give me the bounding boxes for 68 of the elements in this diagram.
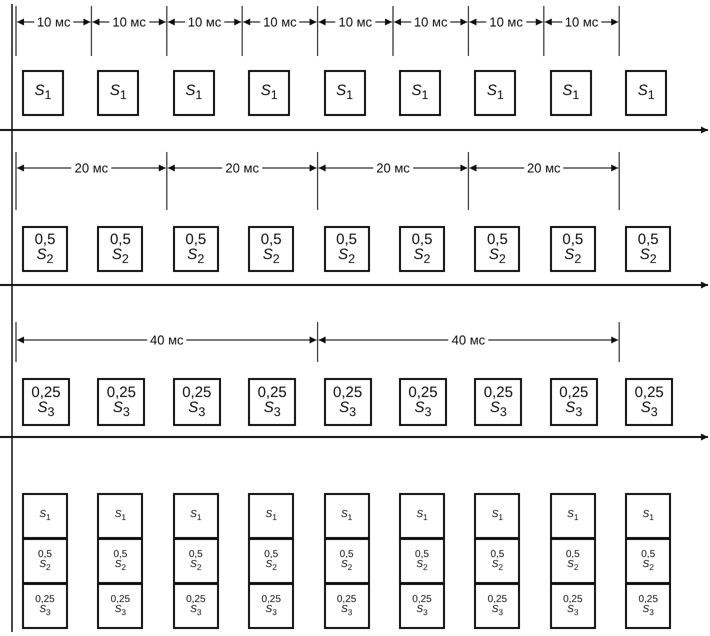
duration-label: 10 мс bbox=[34, 14, 74, 30]
signal-box: 0,25 S$_{3}$ bbox=[324, 583, 370, 629]
duration-label: 10 мс bbox=[486, 14, 526, 30]
signal-box: 0,25 S$_{3}$ bbox=[550, 583, 596, 629]
signal-box: 0,5 S$_{2}$ bbox=[625, 226, 672, 272]
signal-box: 0,5 S$_{2}$ bbox=[474, 538, 520, 584]
duration-label: 20 мс bbox=[222, 160, 262, 176]
signal-box: 0,25 S$_{3}$ bbox=[399, 378, 447, 426]
duration-label: 40 мс bbox=[448, 332, 488, 348]
signal-box: 0,25 S$_{3}$ bbox=[324, 378, 372, 426]
signal-box: S$_{1}$ bbox=[22, 70, 64, 116]
signal-box: S$_{1}$ bbox=[399, 493, 445, 539]
signal-box: 0,25 S$_{3}$ bbox=[474, 378, 522, 426]
signal-box: S$_{1}$ bbox=[324, 493, 370, 539]
signal-box: 0,25 S$_{3}$ bbox=[248, 378, 296, 426]
signal-box: 0,25 S$_{3}$ bbox=[172, 378, 221, 426]
signal-box: S$_{1}$ bbox=[248, 493, 294, 539]
signal-box: S$_{1}$ bbox=[474, 493, 520, 539]
signal-box: 0,25 S$_{3}$ bbox=[625, 583, 672, 629]
signal-box: 0,5 S$_{2}$ bbox=[172, 226, 219, 272]
signal-box: S$_{1}$ bbox=[97, 70, 140, 116]
signal-box: 0,5 S$_{2}$ bbox=[550, 226, 596, 272]
duration-label: 10 мс bbox=[410, 14, 450, 30]
duration-label: 10 мс bbox=[260, 14, 300, 30]
signal-box: 0,25 S$_{3}$ bbox=[22, 378, 70, 426]
signal-box: 0,5 S$_{2}$ bbox=[97, 538, 144, 584]
signal-box: 0,5 S$_{2}$ bbox=[550, 538, 596, 584]
signal-box: 0,25 S$_{3}$ bbox=[97, 378, 146, 426]
signal-box: S$_{1}$ bbox=[248, 70, 290, 116]
signal-box: 0,5 S$_{2}$ bbox=[248, 226, 294, 272]
signal-box: 0,25 S$_{3}$ bbox=[474, 583, 520, 629]
duration-label: 10 мс bbox=[184, 14, 224, 30]
signal-box: 0,5 S$_{2}$ bbox=[97, 226, 144, 272]
signal-box: S$_{1}$ bbox=[550, 70, 592, 116]
signal-box: S$_{1}$ bbox=[97, 493, 144, 539]
duration-label: 20 мс bbox=[72, 160, 112, 176]
signal-box: 0,25 S$_{3}$ bbox=[248, 583, 294, 629]
signal-box: S$_{1}$ bbox=[172, 493, 219, 539]
signal-box: S$_{1}$ bbox=[625, 493, 672, 539]
signal-box: 0,5 S$_{2}$ bbox=[324, 538, 370, 584]
signal-box: 0,5 S$_{2}$ bbox=[399, 226, 445, 272]
signal-box: 0,5 S$_{2}$ bbox=[172, 538, 219, 584]
signal-box: 0,5 S$_{2}$ bbox=[22, 226, 68, 272]
signal-box: 0,25 S$_{3}$ bbox=[399, 583, 445, 629]
signal-box: S$_{1}$ bbox=[22, 493, 68, 539]
signal-box: S$_{1}$ bbox=[625, 70, 668, 116]
signal-box: S$_{1}$ bbox=[550, 493, 596, 539]
duration-label: 10 мс bbox=[336, 14, 376, 30]
signal-box: 0,5 S$_{2}$ bbox=[625, 538, 672, 584]
duration-label: 10 мс bbox=[562, 14, 602, 30]
signal-box: 0,25 S$_{3}$ bbox=[172, 583, 219, 629]
duration-label: 10 мс bbox=[109, 14, 149, 30]
signal-box: 0,5 S$_{2}$ bbox=[399, 538, 445, 584]
signal-box: 0,5 S$_{2}$ bbox=[474, 226, 520, 272]
signal-box: 0,25 S$_{3}$ bbox=[625, 378, 674, 426]
signal-box: S$_{1}$ bbox=[474, 70, 516, 116]
signal-box: 0,25 S$_{3}$ bbox=[550, 378, 598, 426]
signal-box: 0,5 S$_{2}$ bbox=[248, 538, 294, 584]
duration-label: 40 мс bbox=[147, 332, 187, 348]
signal-box: 0,5 S$_{2}$ bbox=[22, 538, 68, 584]
signal-box: 0,25 S$_{3}$ bbox=[22, 583, 68, 629]
duration-label: 20 мс bbox=[524, 160, 564, 176]
duration-label: 20 мс bbox=[373, 160, 413, 176]
signal-box: 0,5 S$_{2}$ bbox=[324, 226, 370, 272]
signal-box: 0,25 S$_{3}$ bbox=[97, 583, 144, 629]
signal-box: S$_{1}$ bbox=[324, 70, 366, 116]
signal-box: S$_{1}$ bbox=[172, 70, 215, 116]
signal-box: S$_{1}$ bbox=[399, 70, 441, 116]
